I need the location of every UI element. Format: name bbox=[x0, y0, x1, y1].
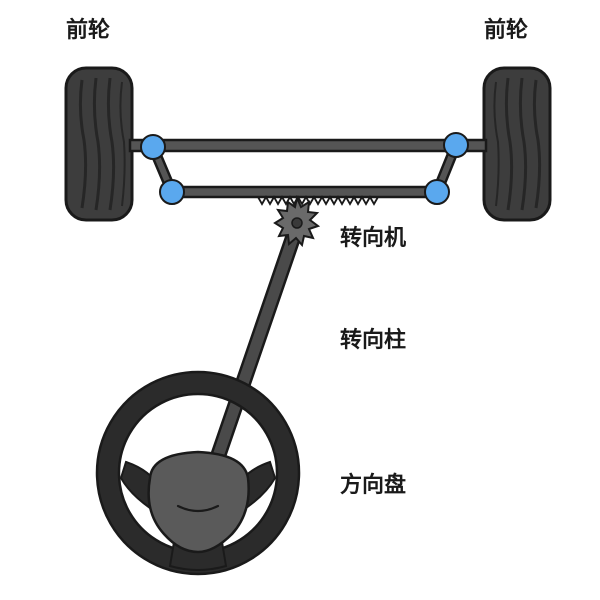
front-wheel-left-label: 前轮 bbox=[66, 18, 111, 43]
pinion-gear bbox=[273, 194, 321, 248]
joint-upper-right bbox=[443, 132, 469, 158]
steering-column bbox=[208, 218, 305, 470]
steering-gear-label: 转向机 bbox=[340, 226, 407, 251]
steering-wheel-hub bbox=[147, 450, 250, 554]
steering-wheel-label: 方向盘 bbox=[340, 473, 407, 498]
steering-wheel bbox=[95, 370, 301, 576]
tie-rod bbox=[170, 185, 439, 199]
front-tire-right bbox=[482, 66, 552, 222]
rack-teeth bbox=[257, 195, 379, 206]
front-axle bbox=[128, 138, 488, 153]
steering-column-label: 转向柱 bbox=[340, 328, 407, 353]
front-tire-left bbox=[64, 66, 134, 222]
joint-upper-left bbox=[140, 134, 166, 160]
front-wheel-right-label: 前轮 bbox=[484, 18, 529, 43]
joint-lower-right bbox=[424, 179, 450, 205]
joint-lower-left bbox=[159, 179, 185, 205]
